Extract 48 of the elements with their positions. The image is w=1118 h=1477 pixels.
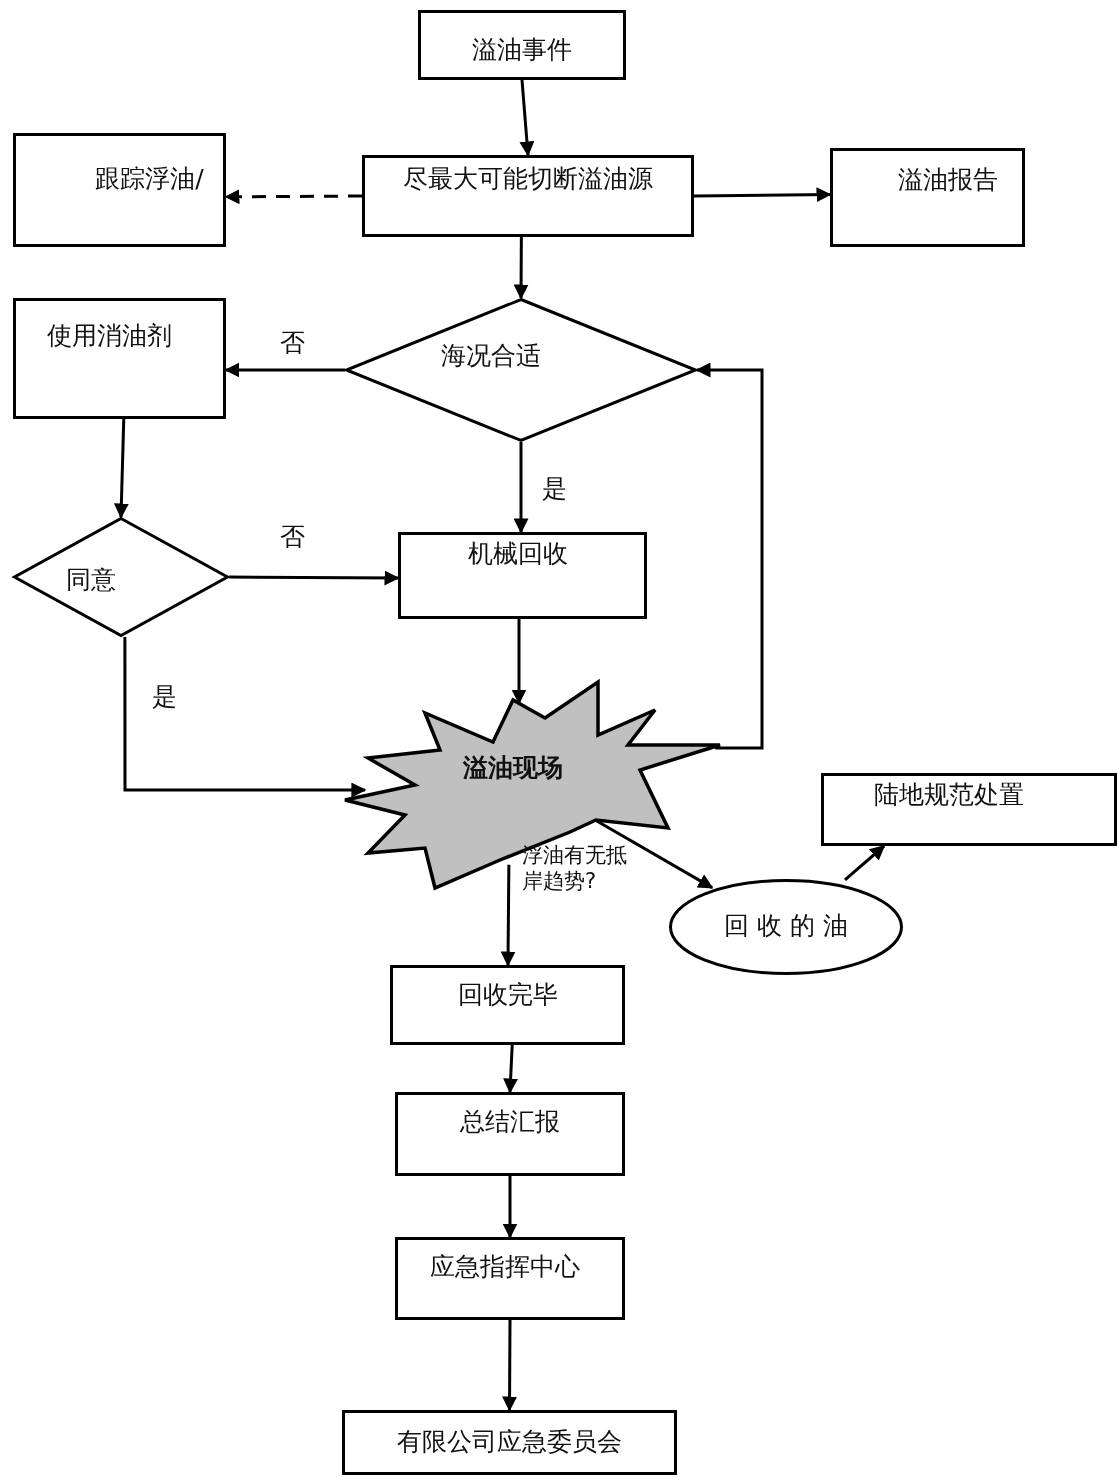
- node-label: 海况合适: [441, 341, 541, 371]
- node-label: 尽最大可能切断溢油源: [403, 164, 653, 194]
- decision-diamond: [13, 517, 229, 637]
- arrow: [844, 844, 886, 882]
- arrow: [502, 1320, 518, 1412]
- node-label: 使用消油剂: [47, 321, 172, 351]
- arrow: [513, 442, 529, 534]
- arrow: [500, 864, 516, 967]
- node-label: 同意: [66, 565, 116, 595]
- process-box: [830, 148, 1025, 247]
- starburst-shape: [345, 680, 720, 890]
- process-box: [418, 10, 626, 80]
- edge-label: 是: [150, 682, 179, 712]
- node-label: 溢油现场: [462, 753, 563, 783]
- note-text: 浮油有无抵岸趋势?: [522, 842, 628, 895]
- decision-diamond: [345, 298, 697, 442]
- node-label: 应急指挥中心: [430, 1252, 580, 1282]
- process-box: [821, 773, 1117, 846]
- arrow: [224, 189, 362, 205]
- process-box: [362, 155, 694, 237]
- node-label: 回 收 的 油: [724, 911, 848, 941]
- arrow: [695, 362, 764, 750]
- arrow: [224, 362, 345, 378]
- node-label: 溢油报告: [897, 165, 998, 195]
- arrow: [694, 187, 832, 203]
- arrow: [229, 570, 400, 586]
- oval-node: [669, 879, 903, 975]
- edge-label: 是: [540, 474, 569, 504]
- node-label: 总结汇报: [460, 1107, 560, 1137]
- node-label: 有限公司应急委员会: [397, 1427, 622, 1457]
- arrow: [519, 79, 535, 157]
- process-box: [13, 133, 226, 247]
- node-label: 跟踪浮油/: [95, 164, 204, 194]
- node-label: 溢油事件: [472, 35, 572, 65]
- node-label: 回收完毕: [457, 980, 558, 1010]
- arrow: [113, 418, 129, 519]
- node-label: 机械回收: [467, 539, 568, 569]
- process-box: [395, 1092, 625, 1176]
- arrow: [502, 1176, 518, 1239]
- arrow: [123, 637, 367, 798]
- process-box: [395, 1237, 625, 1320]
- node-label: 陆地规范处置: [874, 780, 1024, 810]
- process-box: [398, 532, 647, 619]
- process-box: [390, 965, 625, 1045]
- arrow: [513, 237, 529, 300]
- process-box: [13, 298, 226, 419]
- process-box: [342, 1410, 677, 1475]
- arrow: [503, 1044, 519, 1094]
